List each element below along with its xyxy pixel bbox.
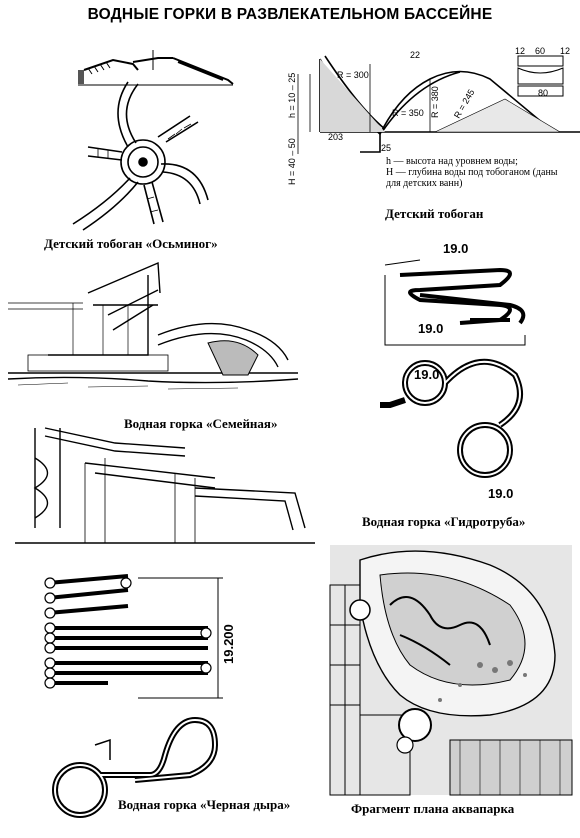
hydrotube-label-2: 19.0 [418,321,444,336]
aquapark-plan-caption: Фрагмент плана аквапарка [351,801,515,816]
dim-12a: 12 [515,46,526,56]
black-hole-caption: Водная горка «Черная дыра» [118,797,291,812]
family-caption: Водная горка «Семейная» [124,416,278,431]
hydrotube-caption: Водная горка «Гидротруба» [362,514,526,529]
dim-H: H = 40 – 50 [287,138,297,185]
dim-203: 203 [328,132,344,142]
dim-h: h = 10 – 25 [287,72,297,118]
hydrotube-label-1: 19.0 [443,241,469,256]
octopus-elevation-drawing [78,50,234,86]
black-hole-loop-drawing [52,716,219,818]
dim-r300: R = 300 [337,70,369,80]
kids-slide-caption: Детский тобоган [385,206,484,221]
family-slide-drawing-top [7,261,299,390]
dim-22: 22 [410,50,421,60]
hydrotube-label-3: 19.0 [414,367,440,382]
dim-80: 80 [538,88,549,98]
dim-25: 25 [381,143,392,153]
dim-60: 60 [535,46,546,56]
legend-h: h — высота над уровнем воды; [386,156,518,167]
page-title: ВОДНЫЕ ГОРКИ В РАЗВЛЕКАТЕЛЬНОМ БАССЕЙНЕ [87,6,493,23]
dim-12b: 12 [560,46,571,56]
black-hole-plan-drawing [44,574,223,699]
aquapark-plan-drawing [329,545,573,796]
hydrotube-drawing [380,259,526,478]
octopus-plan-drawing [72,81,209,231]
legend-H: H — глубина воды под тобоганом (даны для… [386,167,558,189]
hydrotube-label-4: 19.0 [488,486,514,501]
dim-r350: R = 350 [392,108,424,118]
dim-r380: R = 380 [430,86,440,118]
family-slide-drawing-bottom [15,427,315,544]
octopus-caption: Детский тобоган «Осьминог» [44,236,218,251]
black-hole-dimension: 19.200 [221,624,236,664]
kids-slide-section-drawing [297,55,580,154]
